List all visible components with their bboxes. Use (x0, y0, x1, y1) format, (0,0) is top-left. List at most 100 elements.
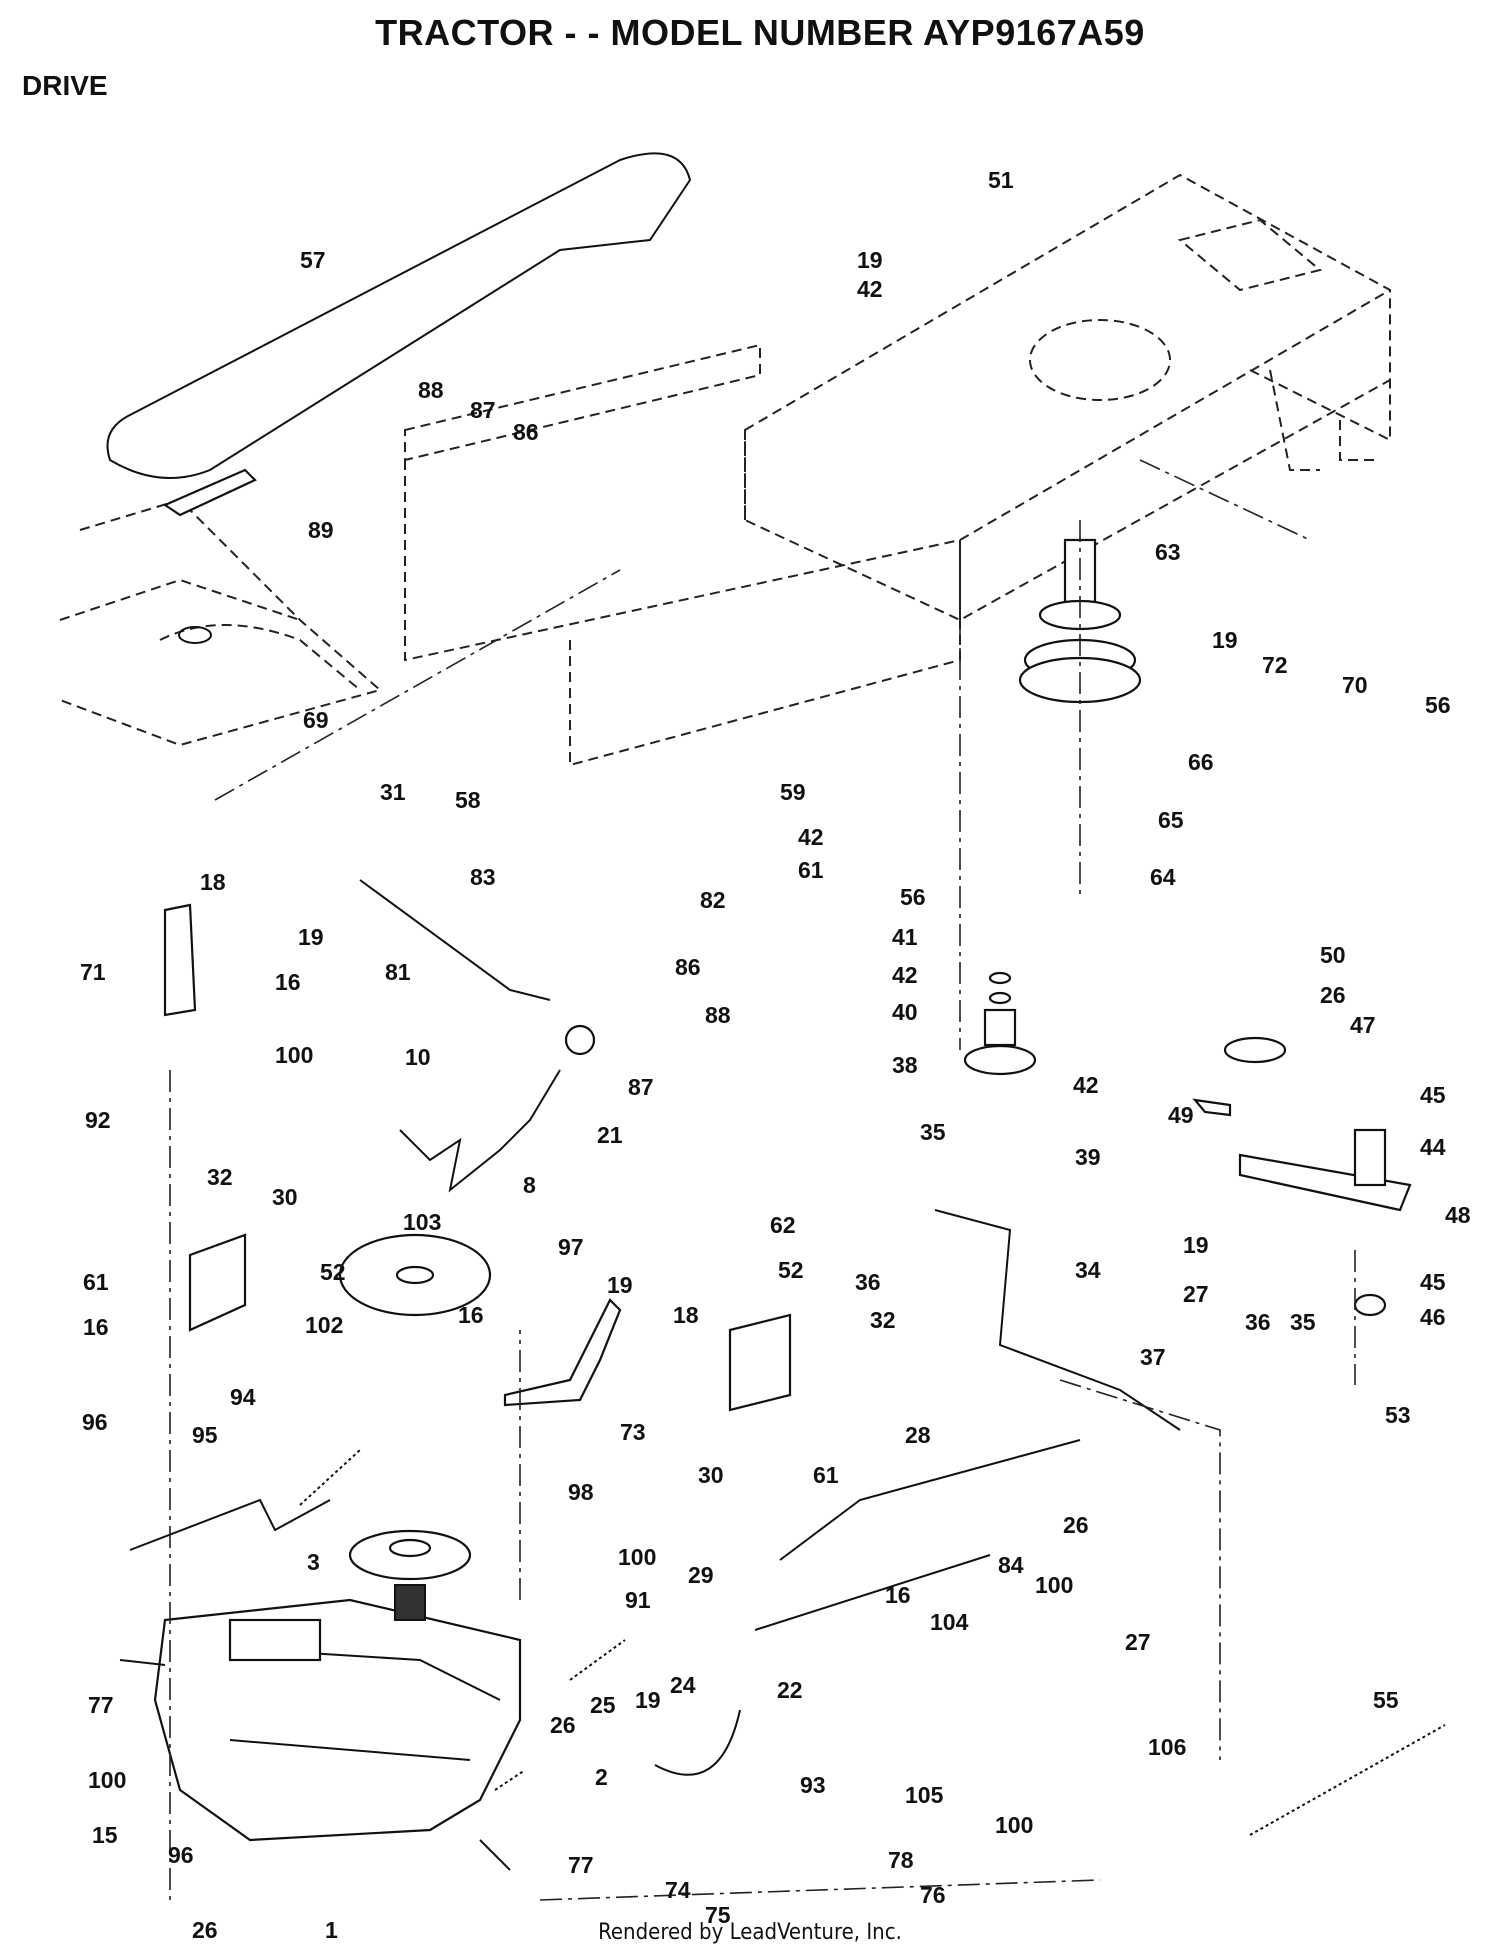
callout-47: 47 (1350, 1012, 1376, 1038)
callout-45: 45 (1420, 1082, 1446, 1108)
callout-77: 77 (88, 1692, 114, 1718)
compression-spring-25 (569, 1639, 626, 1681)
idler-arm (934, 1209, 1181, 1431)
callout-66: 66 (1188, 749, 1214, 775)
callout-22: 22 (777, 1677, 803, 1703)
callout-26: 26 (1063, 1512, 1089, 1538)
callout-18: 18 (200, 869, 226, 895)
callout-35: 35 (920, 1119, 946, 1145)
bracket-73 (503, 1298, 622, 1407)
callout-76: 76 (920, 1882, 946, 1908)
callout-30: 30 (272, 1184, 298, 1210)
callout-57: 57 (300, 247, 326, 273)
callout-86: 86 (675, 954, 701, 980)
callout-64: 64 (1150, 864, 1176, 890)
callout-102: 102 (305, 1312, 343, 1338)
callout-92: 92 (85, 1107, 111, 1133)
callout-16: 16 (83, 1314, 109, 1340)
callout-104: 104 (930, 1609, 969, 1635)
callout-26: 26 (1320, 982, 1346, 1008)
callout-3: 3 (307, 1549, 320, 1575)
callout-42: 42 (892, 962, 918, 988)
callout-52: 52 (320, 1259, 346, 1285)
callout-51: 51 (988, 167, 1014, 193)
callout-26: 26 (550, 1712, 576, 1738)
callout-34: 34 (1075, 1257, 1101, 1283)
callout-71: 71 (80, 959, 106, 985)
transaxle-housing (119, 1584, 522, 1871)
callout-65: 65 (1158, 807, 1184, 833)
callout-8: 8 (523, 1172, 536, 1198)
callout-19: 19 (607, 1272, 633, 1298)
callout-96: 96 (168, 1842, 194, 1868)
callout-72: 72 (1262, 652, 1288, 678)
callout-48: 48 (1445, 1202, 1471, 1228)
callout-100: 100 (88, 1767, 126, 1793)
callout-35: 35 (1290, 1309, 1316, 1335)
bracket-71 (163, 903, 197, 1017)
callout-62: 62 (770, 1212, 796, 1238)
callout-88: 88 (418, 377, 444, 403)
callout-97: 97 (558, 1234, 584, 1260)
callout-88: 88 (705, 1002, 731, 1028)
callout-63: 63 (1155, 539, 1181, 565)
drive-belt (106, 152, 692, 479)
callout-30: 30 (698, 1462, 724, 1488)
callout-18: 18 (673, 1302, 699, 1328)
callout-25: 25 (590, 1692, 616, 1718)
callout-31: 31 (380, 779, 406, 805)
callout-46: 46 (1420, 1304, 1446, 1330)
bracket-30-right (728, 1313, 792, 1412)
callout-38: 38 (892, 1052, 918, 1078)
callout-32: 32 (207, 1164, 233, 1190)
callout-94: 94 (230, 1384, 256, 1410)
callout-45: 45 (1420, 1269, 1446, 1295)
callout-106: 106 (1148, 1734, 1186, 1760)
callout-91: 91 (625, 1587, 651, 1613)
brake-rod-28 (779, 1439, 1081, 1561)
callout-10: 10 (405, 1044, 431, 1070)
callout-42: 42 (1073, 1072, 1099, 1098)
callout-labels: 57 88 87 86 89 69 31 58 19 42 51 63 19 7… (80, 167, 1471, 1943)
callout-19: 19 (635, 1687, 661, 1713)
cooling-fan (338, 1233, 492, 1317)
callout-27: 27 (1183, 1281, 1209, 1307)
callout-44: 44 (1420, 1134, 1446, 1160)
callout-53: 53 (1385, 1402, 1411, 1428)
callout-50: 50 (1320, 942, 1346, 968)
callout-36: 36 (855, 1269, 881, 1295)
callout-36: 36 (1245, 1309, 1271, 1335)
callout-83: 83 (470, 864, 496, 890)
callout-19: 19 (857, 247, 883, 273)
callout-19: 19 (298, 924, 324, 950)
callout-21: 21 (597, 1122, 623, 1148)
callout-28: 28 (905, 1422, 931, 1448)
callout-56: 56 (900, 884, 926, 910)
frame-outline (404, 173, 1391, 767)
page-title: TRACTOR - - MODEL NUMBER AYP9167A59 (375, 12, 1145, 53)
callout-15: 15 (92, 1822, 118, 1848)
callout-103: 103 (403, 1209, 441, 1235)
belt-guard (162, 468, 257, 517)
pulley-47-bracket (1192, 1036, 1412, 1317)
callout-16: 16 (885, 1582, 911, 1608)
callout-98: 98 (568, 1479, 594, 1505)
callout-27: 27 (1125, 1629, 1151, 1655)
transaxle-pulley (348, 1529, 472, 1581)
callout-86: 86 (513, 419, 539, 445)
callout-95: 95 (192, 1422, 218, 1448)
callout-19: 19 (1212, 627, 1238, 653)
callout-74: 74 (665, 1877, 691, 1903)
callout-75: 75 (705, 1902, 731, 1928)
callout-93: 93 (800, 1772, 826, 1798)
callout-69: 69 (303, 707, 329, 733)
callout-59: 59 (780, 779, 806, 805)
callout-42: 42 (857, 276, 883, 302)
callout-78: 78 (888, 1847, 914, 1873)
bracket-30-left (188, 1233, 247, 1332)
callout-84: 84 (998, 1552, 1024, 1578)
callout-52: 52 (778, 1257, 804, 1283)
callout-77: 77 (568, 1852, 594, 1878)
footer-credit: Rendered by LeadVenture, Inc. (598, 1920, 902, 1945)
callout-61: 61 (83, 1269, 109, 1295)
